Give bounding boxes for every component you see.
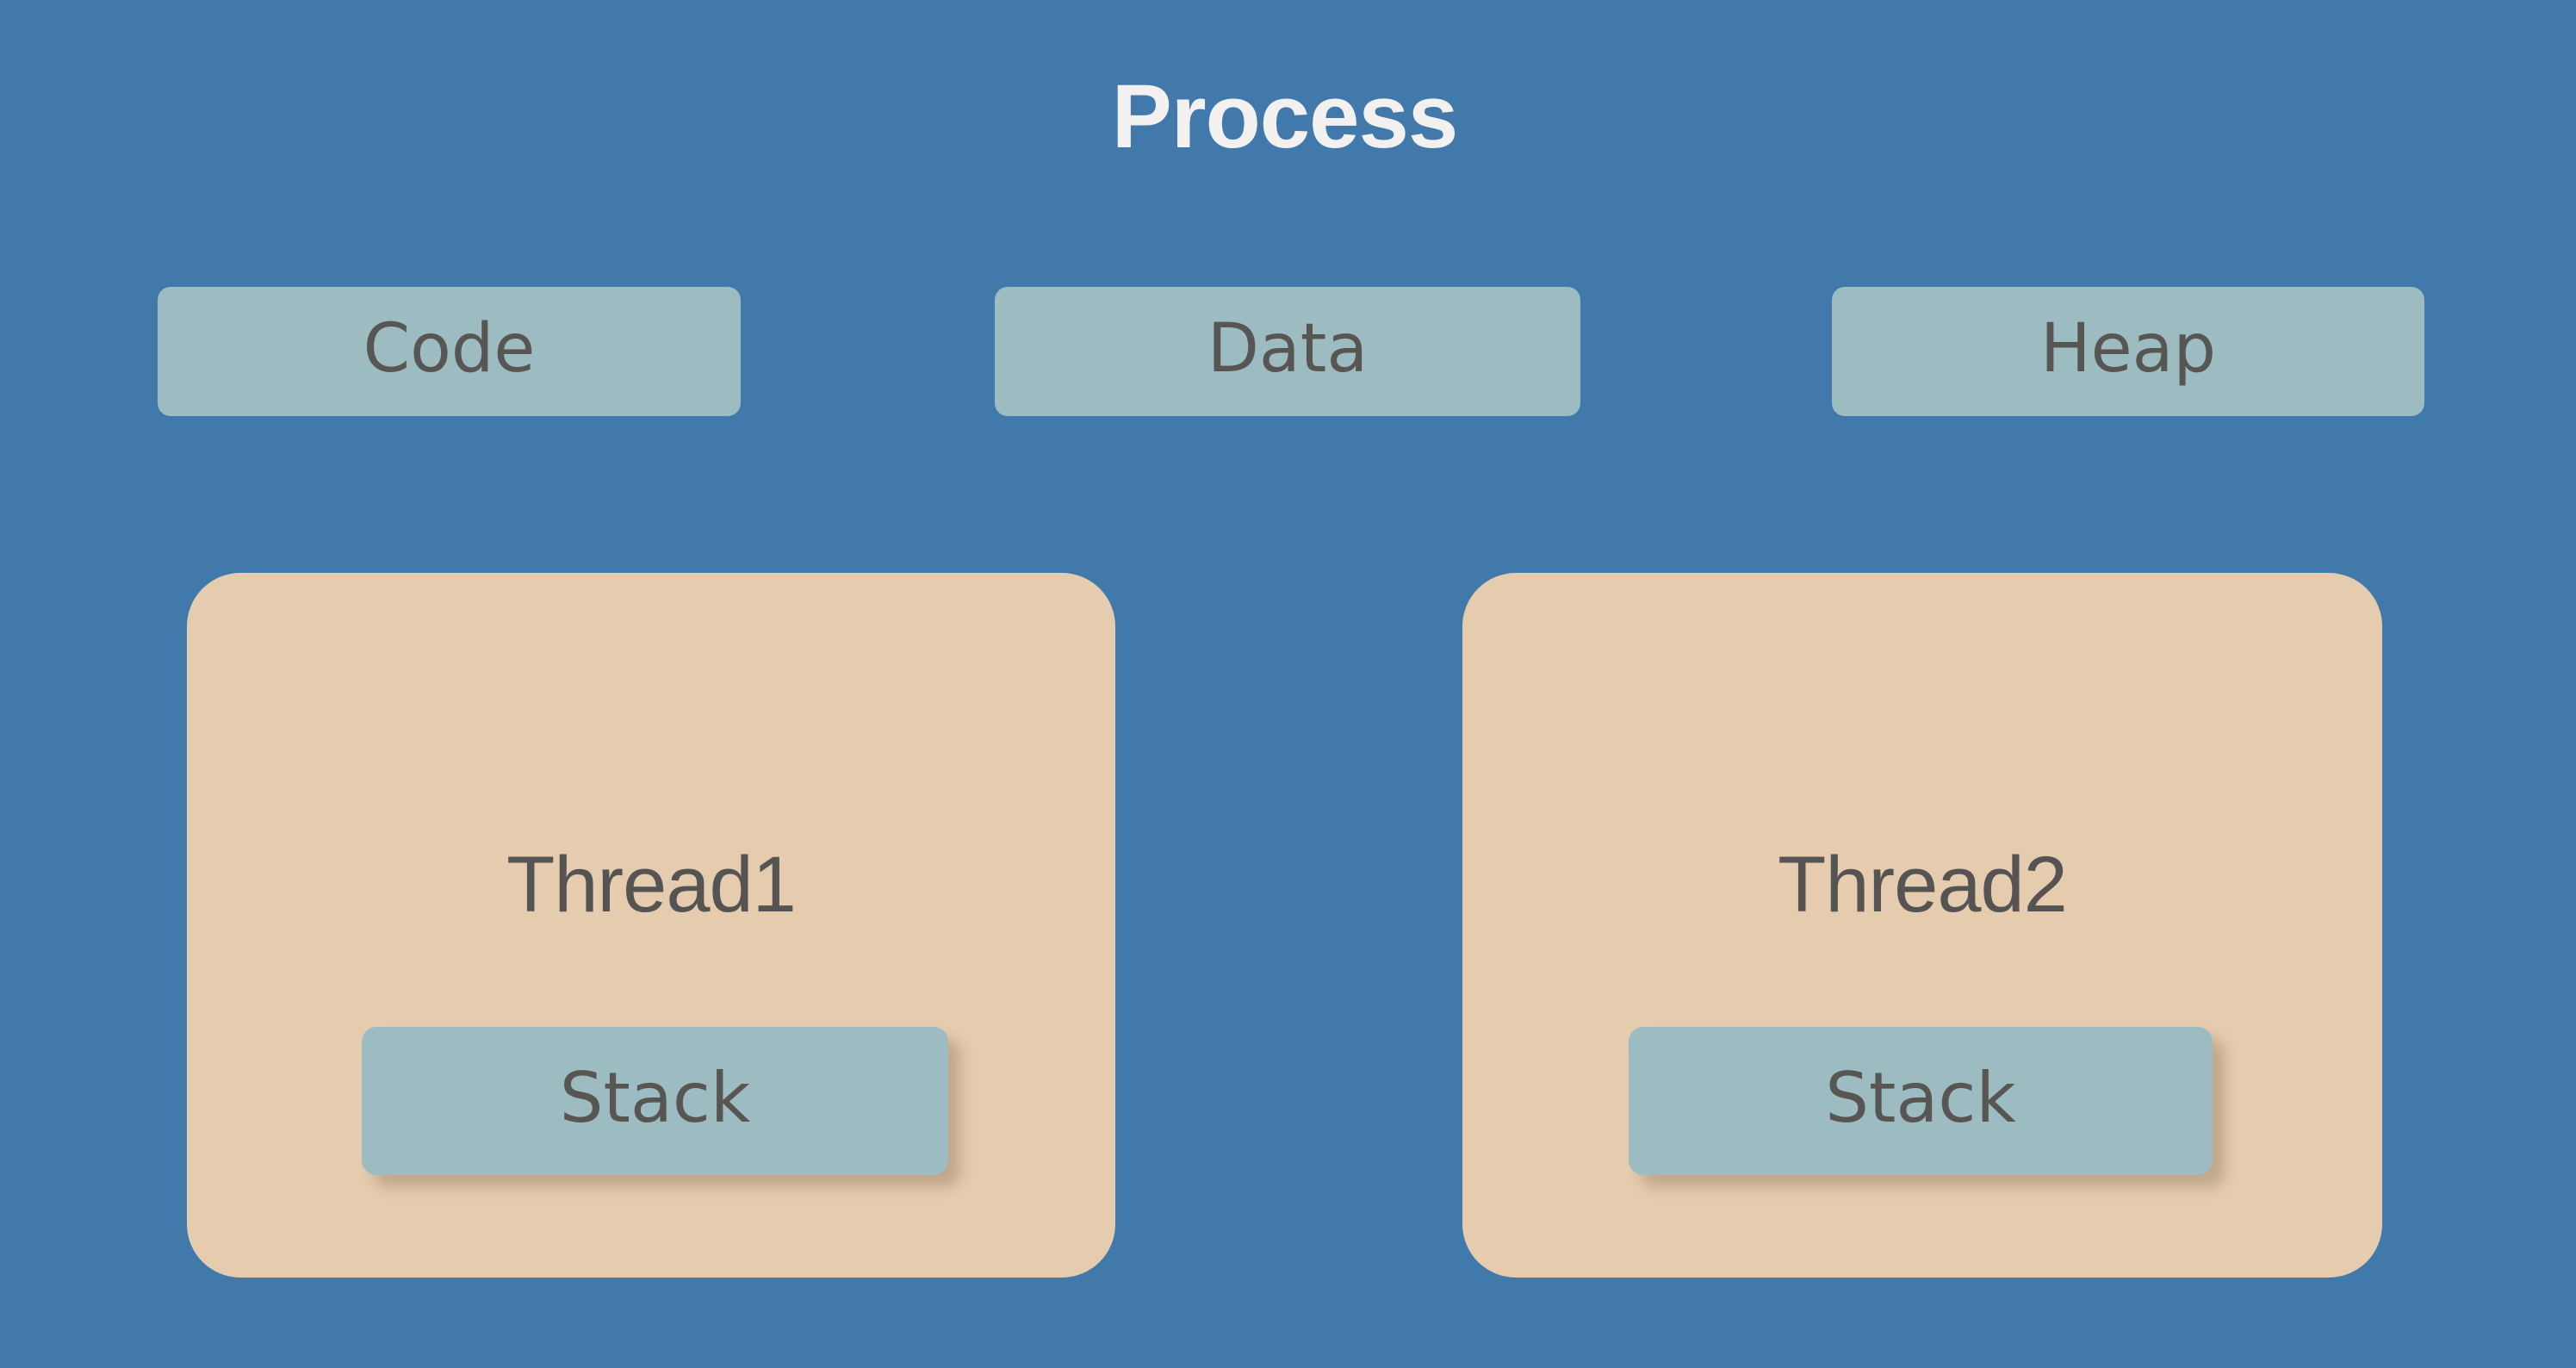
memory-segment-data-label: Data: [1207, 310, 1369, 388]
thread-1-label: Thread1: [506, 841, 797, 929]
thread-1-stack-label: Stack: [559, 1058, 751, 1138]
memory-segment-heap-label: Heap: [2040, 310, 2216, 388]
thread-2-stack-box[interactable]: Stack: [1629, 1027, 2213, 1175]
memory-segment-code[interactable]: Code: [158, 287, 741, 416]
thread-1-stack-box[interactable]: Stack: [362, 1027, 948, 1175]
memory-segment-data[interactable]: Data: [995, 287, 1580, 416]
thread-box-1[interactable]: Thread1 Stack: [187, 573, 1115, 1278]
thread-2-stack-label: Stack: [1825, 1058, 2016, 1138]
memory-segment-code-label: Code: [363, 310, 536, 388]
thread-2-label: Thread2: [1778, 841, 2068, 929]
thread-box-2[interactable]: Thread2 Stack: [1462, 573, 2382, 1278]
memory-segment-heap[interactable]: Heap: [1832, 287, 2424, 416]
page-title: Process: [1111, 66, 1459, 167]
